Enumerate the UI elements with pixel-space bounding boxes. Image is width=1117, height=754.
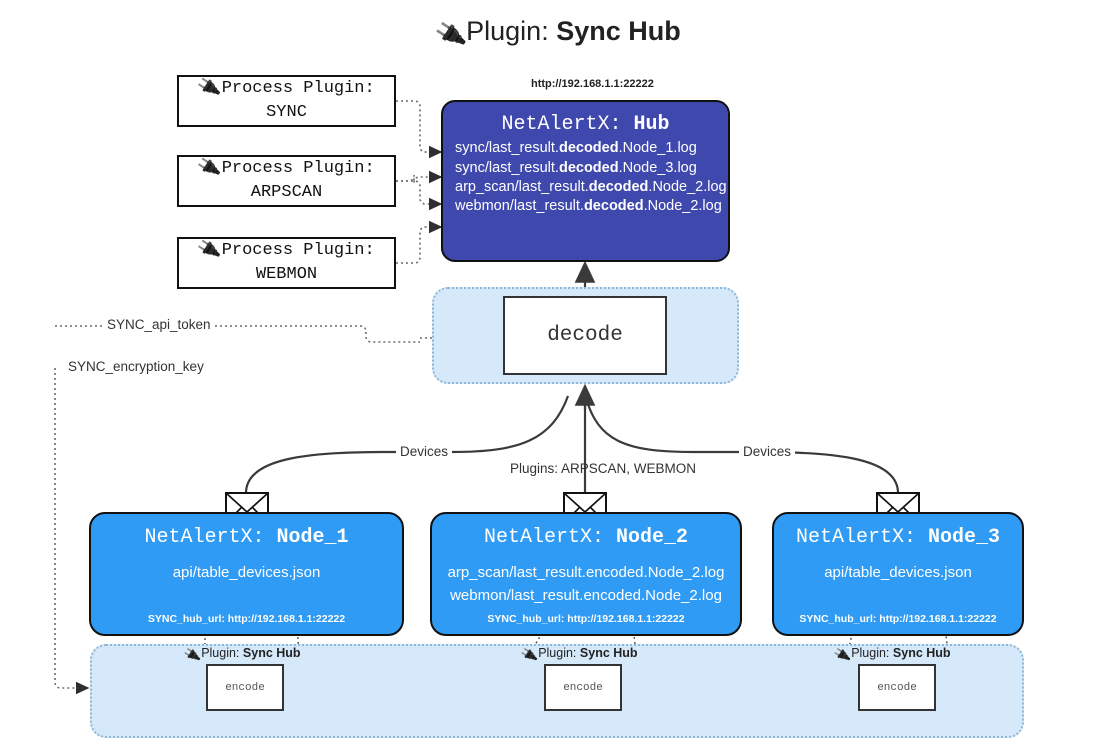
- node-title: NetAlertX: Node_1: [144, 526, 349, 549]
- encode-box-3[interactable]: encode: [858, 664, 936, 711]
- devices-label-left: Devices: [396, 444, 453, 459]
- node-line: arp_scan/last_result.encoded.Node_2.log: [447, 564, 725, 581]
- hub-log-row: sync/last_result.decoded.Node_3.log: [455, 160, 697, 176]
- node-title: NetAlertX: Node_2: [483, 526, 689, 549]
- encode-label: encode: [563, 681, 603, 694]
- hub-box[interactable]: NetAlertX: Hub sync/last_result.decoded.…: [441, 100, 730, 262]
- hub-title-name: Hub: [633, 113, 670, 136]
- encode-plugin-label-3: 🔌Plugin: Sync Hub: [832, 645, 951, 664]
- process-plugin-label: Process Plugin:: [221, 159, 375, 179]
- process-plugin-arpscan[interactable]: 🔌Process Plugin: ARPSCAN: [177, 155, 396, 207]
- plugins-label-center: Plugins: ARPSCAN, WEBMON: [510, 461, 697, 476]
- plug-icon: 🔌: [196, 77, 223, 102]
- node-box-node-3[interactable]: NetAlertX: Node_3 api/table_devices.json…: [772, 512, 1024, 636]
- page-title: 🔌Plugin: Sync Hub: [0, 16, 1117, 51]
- devices-label-right: Devices: [739, 444, 796, 459]
- hub-log-row: arp_scan/last_result.decoded.Node_2.log: [455, 179, 727, 195]
- node-line: webmon/last_result.encoded.Node_2.log: [450, 587, 722, 605]
- node-lines: api/table_devices.json: [91, 561, 402, 584]
- sync-encryption-key-label: SYNC_encryption_key: [64, 359, 208, 374]
- process-plugin-webmon[interactable]: 🔌Process Plugin: WEBMON: [177, 237, 396, 289]
- plug-icon: 🔌: [196, 157, 223, 182]
- node-footer: SYNC_hub_url: http://192.168.1.1:22222: [147, 613, 346, 625]
- node-to-decode-curves: [244, 395, 900, 494]
- process-plugin-name: ARPSCAN: [250, 182, 323, 202]
- process-plugin-label: Process Plugin:: [221, 79, 375, 99]
- node-title: NetAlertX: Node_3: [795, 526, 1001, 549]
- plug-icon: 🔌: [182, 645, 202, 664]
- page-title-name: Sync Hub: [556, 16, 681, 46]
- node-line: api/table_devices.json: [172, 564, 321, 581]
- plug-icon: 🔌: [433, 18, 469, 51]
- encode-box-2[interactable]: encode: [544, 664, 622, 711]
- node-lines: arp_scan/last_result.encoded.Node_2.log …: [432, 561, 740, 608]
- encode-label: encode: [225, 681, 265, 694]
- encode-plugin-label-2: 🔌Plugin: Sync Hub: [519, 645, 638, 664]
- hub-title: NetAlertX: Hub: [443, 113, 728, 136]
- sync-api-token-label: SYNC_api_token: [103, 317, 215, 332]
- node-line: api/table_devices.json: [824, 564, 972, 581]
- hub-log-row: sync/last_result.decoded.Node_1.log: [455, 140, 697, 156]
- node-box-node-1[interactable]: NetAlertX: Node_1 api/table_devices.json…: [89, 512, 404, 636]
- encode-box-1[interactable]: encode: [206, 664, 284, 711]
- plug-icon: 🔌: [519, 645, 539, 664]
- process-plugin-name: SYNC: [266, 102, 307, 122]
- decode-box[interactable]: decode: [503, 296, 667, 375]
- plug-icon: 🔌: [196, 239, 223, 264]
- encode-plugin-label-1: 🔌Plugin: Sync Hub: [182, 645, 301, 664]
- process-plugin-label: Process Plugin:: [221, 241, 375, 261]
- plugin-to-hub-links: [396, 100, 443, 264]
- node-box-node-2[interactable]: NetAlertX: Node_2 arp_scan/last_result.e…: [430, 512, 742, 636]
- node-footer: SYNC_hub_url: http://192.168.1.1:22222: [487, 613, 685, 625]
- page-title-prefix: Plugin:: [466, 16, 549, 46]
- decode-label: decode: [547, 324, 623, 347]
- node-footer: SYNC_hub_url: http://192.168.1.1:22222: [799, 613, 997, 625]
- encode-label: encode: [877, 681, 917, 694]
- process-plugin-sync[interactable]: 🔌Process Plugin: SYNC: [177, 75, 396, 127]
- node-lines: api/table_devices.json: [774, 561, 1022, 584]
- plug-icon: 🔌: [832, 645, 852, 664]
- sync-api-token-path: [55, 325, 420, 343]
- hub-url-label: http://192.168.1.1:22222: [531, 78, 654, 90]
- hub-title-prefix: NetAlertX:: [501, 113, 622, 136]
- process-plugin-name: WEBMON: [255, 264, 318, 284]
- hub-log-row: webmon/last_result.decoded.Node_2.log: [455, 198, 722, 214]
- sync-encryption-key-path: [54, 368, 90, 695]
